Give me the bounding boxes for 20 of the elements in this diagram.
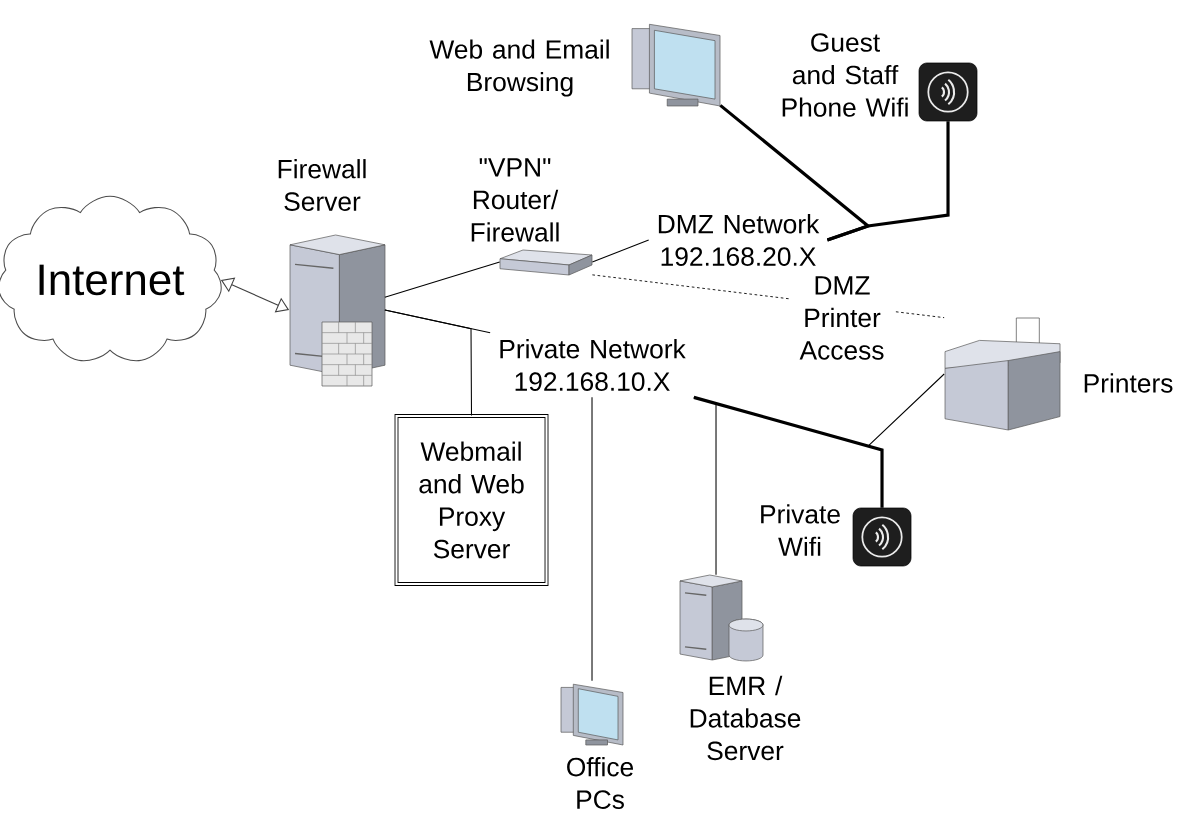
device-label: Private Wifi: [761, 504, 840, 556]
device-label: "VPN" Router/ Firewall: [471, 158, 559, 242]
network-cable: [591, 396, 593, 682]
network-cable: [384, 261, 501, 298]
network-cable: [591, 239, 650, 263]
server-box: Webmail and Web Proxy Server: [394, 414, 549, 586]
network-cable: [693, 373, 945, 447]
network-cable: [826, 121, 950, 242]
network-label: DMZ Network 192.168.20.X: [658, 214, 820, 266]
device-label: Office PCs: [567, 757, 633, 809]
device-label: Printers: [1084, 373, 1173, 393]
network-cable: [693, 395, 884, 508]
device-label: EMR / Database Server: [690, 675, 801, 761]
network-label: Private Network 192.168.10.X: [500, 339, 686, 391]
device-label: Guest and Staff Phone Wifi: [782, 33, 908, 117]
cloud: Internet: [0, 195, 222, 362]
network-cable: [384, 309, 473, 417]
edge-label: DMZ Printer Access: [789, 273, 895, 363]
device-label: Firewall Server: [278, 159, 366, 211]
device-label: Web and Email Browsing: [429, 39, 609, 97]
